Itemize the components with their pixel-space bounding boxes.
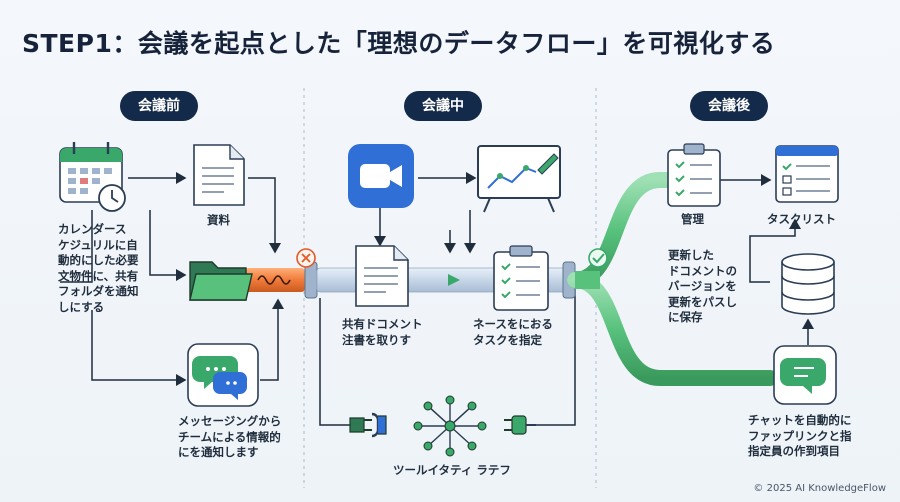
shared-doc-label: 共有ドコメント 注書を取りす — [342, 317, 423, 347]
calendar-label: カレンダース ケジュリルに自 動的にした必要 文物件に、共有 フォルダを通知 し… — [58, 222, 139, 314]
check-marker-icon — [588, 248, 608, 268]
green-pipe-upper — [567, 172, 688, 288]
play-marker-icon — [448, 274, 460, 286]
tool-integration-label: ツールイタティ ラテフ — [393, 463, 511, 477]
plug-connector-icon — [504, 415, 536, 435]
clock-icon — [98, 184, 126, 212]
task-list-window-icon — [775, 145, 839, 203]
flow-connectors — [60, 172, 814, 426]
task-list-label: タスクリスト — [767, 212, 836, 226]
document-label: 資料 — [207, 213, 230, 227]
document-icon — [193, 144, 245, 206]
chat-bubble-icon — [773, 345, 837, 405]
folder-icon — [189, 261, 253, 301]
phase-before-badge: 会議前 — [120, 91, 198, 121]
page-title: STEP1：会議を起点とした「理想のデータフロー」を可視化する — [22, 29, 776, 58]
wave-signal — [257, 275, 291, 285]
database-icon — [781, 253, 835, 315]
network-icon — [413, 395, 487, 457]
whiteboard-chart-icon — [477, 145, 561, 213]
copyright-text: © 2025 AI KnowledgeFlow — [753, 483, 886, 494]
messaging-label: メッセージングから チームによる情報的 にを通知します — [178, 414, 282, 459]
chat-auto-label: チャットを自動的に ファップリンクと指 指定員の作到項目 — [748, 413, 852, 458]
clipboard-checklist-icon — [493, 245, 549, 311]
shared-document-icon — [355, 245, 409, 307]
phase-during-badge: 会議中 — [404, 91, 482, 121]
checklist-clipboard-icon — [667, 143, 721, 207]
plug-icon — [349, 412, 387, 438]
management-label: 管理 — [681, 212, 704, 226]
chat-bubbles-icon — [187, 343, 259, 407]
task-assign-label: ネースをにおる タスクを指定 — [473, 317, 553, 347]
phase-after-badge: 会議後 — [690, 91, 768, 121]
updated-doc-label: 更新した ドコメントの バージョンを 更新をパスし に保存 — [668, 248, 737, 324]
error-marker-icon — [296, 248, 316, 268]
video-camera-icon — [348, 144, 414, 208]
orange-pipe — [245, 268, 305, 292]
